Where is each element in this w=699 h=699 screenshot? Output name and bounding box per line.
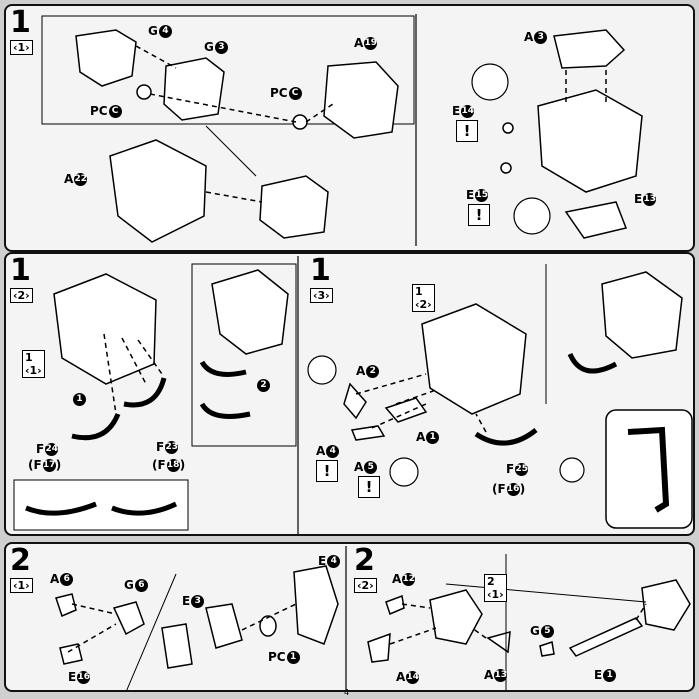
substep-label: ‹1› <box>10 578 33 593</box>
label-a22: A22 <box>64 172 88 186</box>
label-f24: F24 <box>36 442 59 456</box>
reference-step-1-1: 1‹1› <box>22 350 45 378</box>
label-e16: E16 <box>68 670 91 684</box>
label-a14: A14 <box>396 670 420 684</box>
step-number: 2 <box>10 543 31 578</box>
arrow-step-2: 2 <box>256 378 270 392</box>
label-e14: E14 <box>452 104 475 118</box>
label-a12: A12 <box>392 572 416 586</box>
step-number: 2 <box>354 543 375 578</box>
label-f23: F23 <box>156 440 179 454</box>
substep-label: ‹3› <box>310 288 333 303</box>
substep-label: ‹1› <box>10 40 33 55</box>
label-e13: E13 <box>634 192 657 206</box>
step-1-2-3-panel: 1 ‹2› 1 ‹3› <box>4 252 695 536</box>
step-number: 1 <box>310 253 331 288</box>
substep-label: ‹2› <box>354 578 377 593</box>
substep-label: ‹2› <box>10 288 33 303</box>
label-a19: A19 <box>354 36 378 50</box>
reference-step-1-2: 1‹2› <box>412 284 435 312</box>
warning-icon: ! <box>358 476 380 498</box>
step-number: 1 <box>10 253 31 288</box>
reference-step-2-1: 2‹1› <box>484 574 507 602</box>
step-1-1-diagram <box>41 14 643 246</box>
label-f17-ref: (F17) <box>28 458 62 472</box>
page-number: 4 <box>344 688 350 697</box>
step-2-diagram <box>55 546 691 690</box>
label-a13: A13 <box>484 668 508 682</box>
label-e15: E15 <box>466 188 489 202</box>
label-f25: F25 <box>506 462 529 476</box>
warning-icon: ! <box>456 120 478 142</box>
arrow-step-1: 1 <box>72 392 86 406</box>
step-1-2-3-diagram <box>13 256 693 534</box>
label-f18-ref: (F18) <box>152 458 186 472</box>
label-f16-ref: (F16) <box>492 482 526 496</box>
warning-icon: ! <box>316 460 338 482</box>
warning-icon: ! <box>468 204 490 226</box>
step-number: 1 <box>10 5 31 40</box>
